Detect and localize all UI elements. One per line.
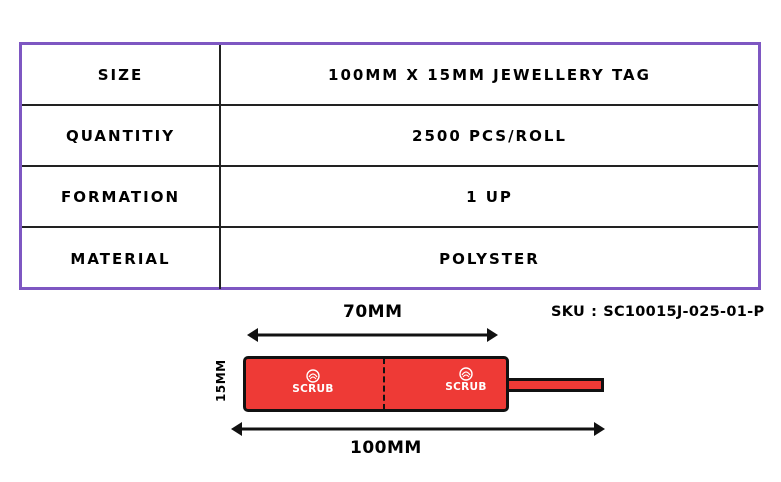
spec-row-quantity: QUANTITIY 2500 PCS/ROLL (22, 106, 758, 167)
spec-label: SIZE (22, 45, 221, 104)
spec-label: FORMATION (22, 167, 221, 226)
dimension-arrows (231, 328, 605, 436)
spec-row-size: SIZE 100MM X 15MM JEWELLERY TAG (22, 45, 758, 106)
total-length-label: 100MM (350, 438, 422, 458)
tag-body (243, 356, 509, 412)
swirl-icon (459, 367, 473, 381)
sku-line: SKU: SC10015J-025-01-P (551, 304, 764, 320)
sku-separator: : (591, 304, 598, 320)
tag-diagram: 70MM SCRUB SCRUB 15MM 100MM (0, 290, 781, 482)
body-length-label: 70MM (343, 302, 403, 322)
tag-tail (509, 378, 604, 392)
spec-value: 100MM X 15MM JEWELLERY TAG (328, 65, 651, 84)
logo-text: SCRUB (292, 383, 334, 395)
height-label: 15MM (214, 359, 228, 402)
arrow-70mm (247, 328, 498, 342)
spec-label: QUANTITIY (22, 106, 221, 165)
spec-value: 1 UP (466, 187, 513, 206)
swirl-icon (306, 369, 320, 383)
spec-row-formation: FORMATION 1 UP (22, 167, 758, 228)
spec-value: 2500 PCS/ROLL (412, 126, 567, 145)
scrub-logo: SCRUB (283, 369, 343, 395)
tag-perforation (383, 358, 385, 410)
arrow-100mm (231, 422, 605, 436)
spec-label: MATERIAL (22, 228, 221, 289)
sku-label: SKU (551, 304, 586, 320)
spec-row-material: MATERIAL POLYSTER (22, 228, 758, 289)
spec-value: POLYSTER (439, 249, 540, 268)
spec-table: SIZE 100MM X 15MM JEWELLERY TAG QUANTITI… (19, 42, 761, 290)
logo-text: SCRUB (445, 381, 487, 393)
sku-code: SC10015J-025-01-P (603, 304, 765, 320)
scrub-logo: SCRUB (436, 367, 496, 393)
